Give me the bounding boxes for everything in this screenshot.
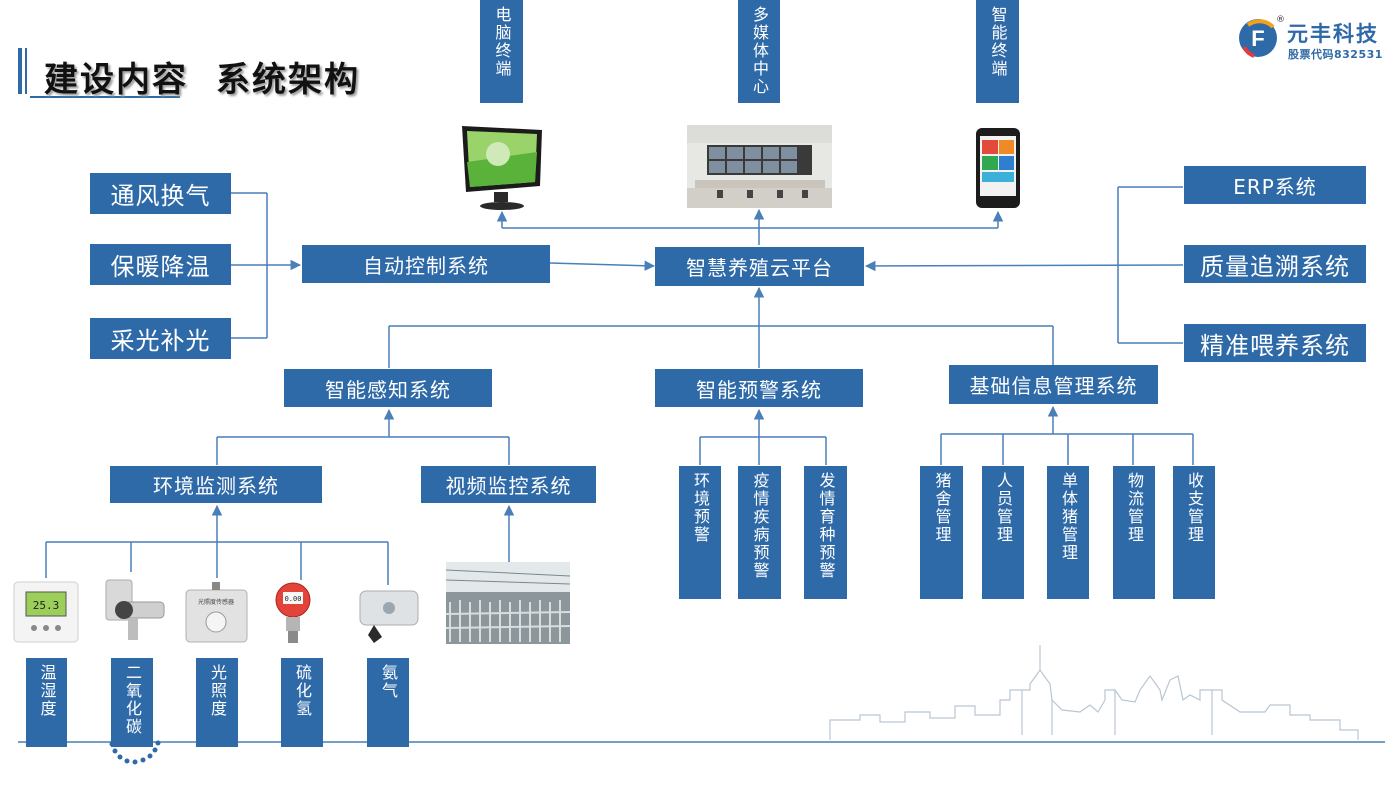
- lcd-value: 25.3: [33, 599, 60, 612]
- info-mgmt-box: 基础信息管理系统: [949, 365, 1158, 404]
- info-item-finance: 收支管理: [1173, 466, 1215, 599]
- title-accent-bar-2: [25, 48, 27, 94]
- warning-item-epidemic: 疫情疾病预警: [738, 466, 781, 599]
- terminal-multimedia: 多媒体中心: [738, 0, 780, 103]
- sensor-temp-humidity: 温湿度: [26, 658, 67, 747]
- terminal-computer: 电脑终端: [480, 0, 523, 103]
- sensor-co2: 二氧化碳: [111, 658, 153, 747]
- gas-display: 0.00: [285, 595, 302, 603]
- feeding-box: 精准喂养系统: [1184, 324, 1366, 362]
- title-part-2: 系统架构: [216, 60, 360, 100]
- brand-name: 元丰科技: [1287, 22, 1379, 46]
- h2s-sensor-image: 0.00: [268, 580, 318, 646]
- logo-letter: F: [1251, 26, 1264, 51]
- computer-monitor-image: [458, 122, 546, 212]
- smartphone-image: [972, 126, 1024, 210]
- multimedia-center-image: [687, 125, 832, 208]
- light-sensor-label: 光照度传感器: [198, 598, 234, 606]
- terminal-smart: 智能终端: [976, 0, 1019, 103]
- perception-box: 智能感知系统: [284, 369, 492, 407]
- info-item-personnel: 人员管理: [982, 466, 1024, 599]
- warning-box: 智能预警系统: [655, 369, 863, 407]
- lighting-box: 采光补光: [90, 318, 231, 359]
- brand-logo: F: [1238, 17, 1278, 59]
- sensor-illuminance: 光照度: [196, 658, 238, 747]
- ventilation-box: 通风换气: [90, 173, 231, 214]
- title-part-1: 建设内容: [44, 60, 188, 100]
- registered-mark: ®: [1276, 15, 1285, 25]
- title-underline: [30, 96, 180, 98]
- warning-item-env: 环境预警: [679, 466, 721, 599]
- title-accent-bar: [18, 48, 22, 94]
- warning-item-estrus: 发情育种预警: [804, 466, 847, 599]
- barn-video-image: [446, 562, 570, 644]
- temp-humidity-sensor-image: 25.3: [12, 580, 80, 644]
- logo-icon: F: [1239, 19, 1277, 58]
- auto-control-box: 自动控制系统: [302, 245, 550, 283]
- ammonia-sensor-image: [356, 585, 422, 645]
- info-item-pigsty: 猪舍管理: [920, 466, 963, 599]
- light-sensor-image: 光照度传感器: [184, 580, 249, 644]
- co2-sensor-image: [100, 572, 166, 646]
- info-item-logistics: 物流管理: [1113, 466, 1155, 599]
- sensor-ammonia: 氨气: [367, 658, 409, 747]
- info-item-individual-pig: 单体猪管理: [1047, 466, 1089, 599]
- stock-code: 股票代码832531: [1288, 48, 1383, 61]
- skyline: [829, 645, 1359, 740]
- env-monitor-box: 环境监测系统: [110, 466, 322, 503]
- cloud-platform-box: 智慧养殖云平台: [655, 247, 864, 286]
- heating-cooling-box: 保暖降温: [90, 244, 231, 285]
- page-title: 建设内容系统架构: [44, 52, 360, 101]
- video-monitor-box: 视频监控系统: [421, 466, 596, 503]
- sensor-h2s: 硫化氢: [281, 658, 323, 747]
- erp-box: ERP系统: [1184, 166, 1366, 204]
- traceability-box: 质量追溯系统: [1184, 245, 1366, 283]
